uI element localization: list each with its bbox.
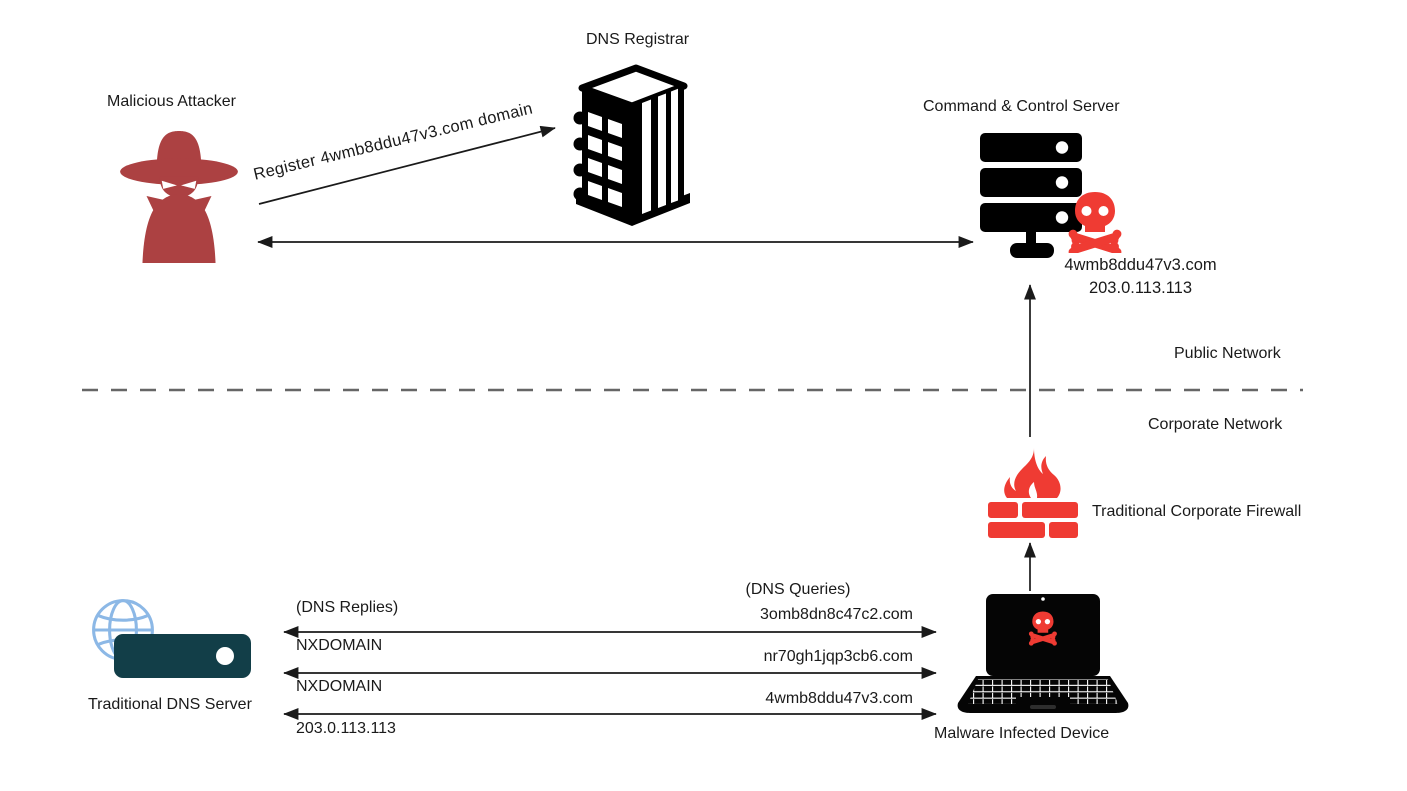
firewall-icon	[988, 448, 1078, 538]
infected-laptop-icon	[957, 594, 1129, 713]
attacker-label: Malicious Attacker	[107, 93, 236, 110]
dns-server-icon	[114, 634, 251, 678]
public-network-label: Public Network	[1174, 345, 1281, 362]
dns-query-1: 3omb8dn8c47c2.com	[760, 606, 913, 623]
spy-attacker-icon	[120, 131, 238, 263]
skull-crossbones-icon	[1068, 192, 1122, 253]
dns-reply-1: NXDOMAIN	[296, 637, 383, 654]
dns-reply-3: 203.0.113.113	[296, 720, 396, 737]
dns-query-2: nr70gh1jqp3cb6.com	[763, 648, 913, 665]
registrar-label: DNS Registrar	[586, 31, 690, 48]
dns-server-label: Traditional DNS Server	[88, 696, 252, 713]
firewall-label: Traditional Corporate Firewall	[1092, 503, 1302, 520]
registrar-building-icon	[573, 64, 690, 226]
cc-server-icon	[980, 133, 1082, 258]
dns-reply-2: NXDOMAIN	[296, 678, 383, 695]
dns-replies-header: (DNS Replies)	[296, 599, 399, 616]
cc-server-ip: 203.0.113.113	[1088, 279, 1193, 297]
infected-device-label: Malware Infected Device	[934, 725, 1110, 742]
dns-query-3: 4wmb8ddu47v3.com	[765, 690, 913, 707]
cc-server-domain: 4wmb8ddu47v3.com	[1064, 256, 1217, 274]
cc-server-label: Command & Control Server	[923, 98, 1120, 115]
corporate-network-label: Corporate Network	[1148, 416, 1283, 433]
laptop-skull-icon	[1028, 611, 1057, 646]
dns-queries-header: (DNS Queries)	[745, 581, 851, 598]
register-domain-arrow	[258, 125, 556, 205]
